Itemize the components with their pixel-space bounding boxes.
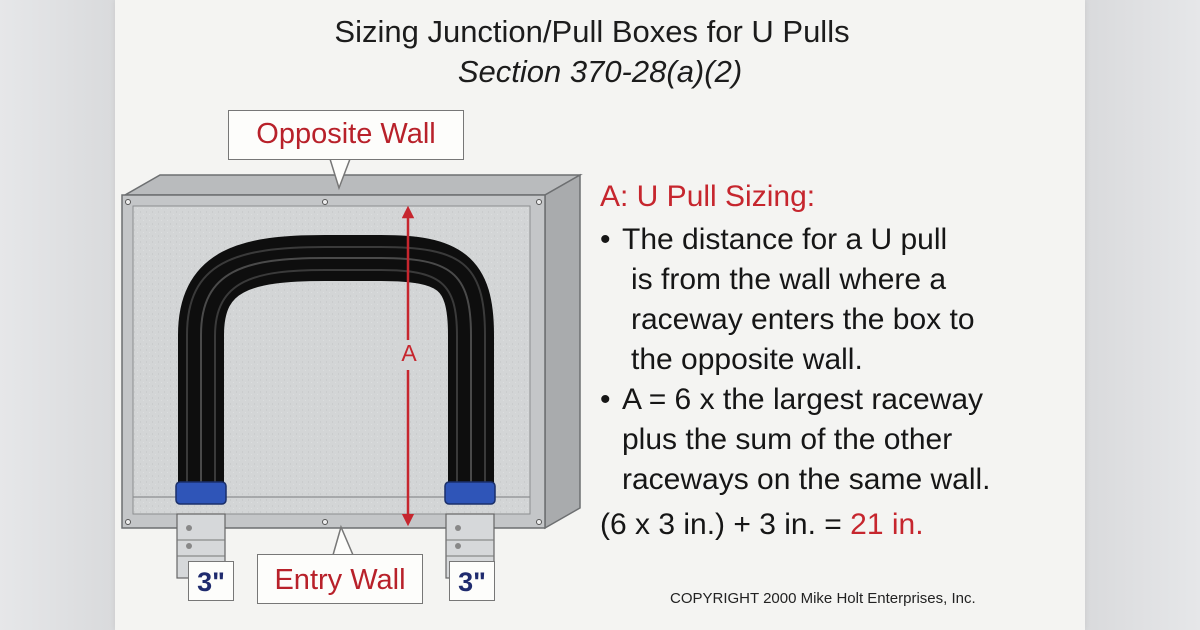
bullet-dot: •: [600, 383, 611, 416]
slide: Sizing Junction/Pull Boxes for U Pulls S…: [115, 0, 1085, 630]
raceway-size-left: 3": [188, 561, 234, 601]
screw: [536, 199, 542, 205]
screw: [322, 519, 328, 525]
dimension-label-a: A: [401, 340, 417, 366]
bullet-2-line-1: A = 6 x the largest raceway: [622, 383, 984, 416]
slide-subtitle: Section 370-28(a)(2): [457, 54, 743, 89]
box-top-face: [122, 174, 583, 196]
pull-box-diagram: [121, 158, 583, 579]
bullet-1-line-2: is from the wall where a: [631, 263, 947, 296]
locknut-right: [444, 481, 496, 505]
bullet-1-line-4: the opposite wall.: [631, 343, 863, 376]
sizing-heading: A: U Pull Sizing:: [600, 180, 816, 213]
screw: [322, 199, 328, 205]
slide-title: Sizing Junction/Pull Boxes for U Pulls: [334, 14, 850, 49]
bullet-2-line-3: raceways on the same wall.: [622, 463, 991, 496]
raceway-size-right: 3": [449, 561, 495, 601]
left-margin-band: [0, 0, 115, 630]
formula-result: 21 in.: [850, 508, 924, 541]
locknut-left: [175, 481, 227, 505]
screw: [536, 519, 542, 525]
entry-wall-callout: Entry Wall: [257, 554, 423, 604]
copyright-notice: COPYRIGHT 2000 Mike Holt Enterprises, In…: [670, 590, 976, 607]
entry-wall-pointer: [332, 524, 355, 556]
right-margin-band: [1085, 0, 1200, 630]
screw: [125, 199, 131, 205]
bullet-1-line-3: raceway enters the box to: [631, 303, 975, 336]
u-pull-cables: [178, 235, 494, 486]
sizing-formula: (6 x 3 in.) + 3 in. = 21 in.: [600, 508, 924, 542]
box-side-face: [544, 173, 581, 530]
bullet-dot: •: [600, 223, 611, 256]
bullet-1-line-1: The distance for a U pull: [622, 223, 948, 256]
bullet-2-line-2: plus the sum of the other: [622, 423, 953, 456]
formula-expression: (6 x 3 in.) + 3 in. =: [600, 508, 842, 541]
screw: [125, 519, 131, 525]
opposite-wall-callout: Opposite Wall: [228, 110, 464, 160]
